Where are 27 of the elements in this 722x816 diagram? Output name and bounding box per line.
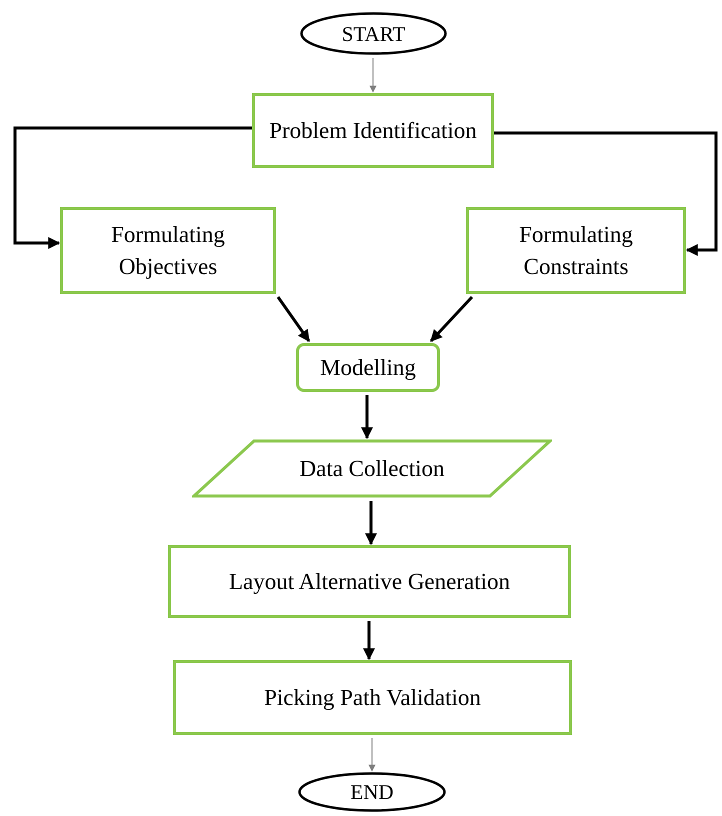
node-label: Data Collection — [298, 454, 446, 482]
node-label: START — [340, 20, 406, 48]
node-label: Formulating Objectives — [110, 220, 226, 281]
end-terminal — [298, 772, 446, 812]
arrow — [430, 296, 474, 342]
node-label: Formulating Constraints — [518, 220, 634, 280]
process-box — [173, 660, 572, 735]
arrow — [365, 501, 377, 546]
node-label: Problem Identification — [268, 116, 478, 144]
data-parallelogram — [192, 439, 552, 498]
arrow — [370, 58, 376, 93]
process-box — [252, 93, 494, 168]
node-label: Modelling — [319, 354, 417, 382]
process-box — [168, 545, 571, 618]
arrow — [363, 621, 375, 660]
arrow — [361, 395, 373, 440]
arrow — [276, 296, 310, 342]
arrow — [494, 132, 718, 256]
process-box — [296, 343, 440, 392]
process-box — [466, 207, 686, 294]
node-label: Picking Path Validation — [263, 684, 482, 712]
process-box — [60, 207, 276, 294]
node-label: Layout Alternative Generation — [228, 568, 511, 596]
node-label: END — [349, 779, 395, 806]
arrow — [368, 738, 376, 772]
arrow — [14, 126, 252, 249]
start-terminal — [300, 12, 447, 55]
